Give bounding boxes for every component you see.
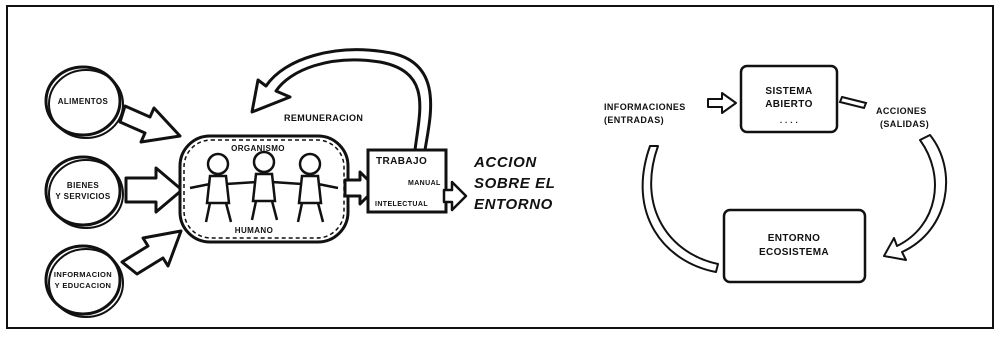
environment-to-inputs-arrow — [641, 145, 719, 273]
inputs-arrow — [707, 92, 737, 114]
outputs-line-1: ACCIONES — [876, 106, 927, 116]
input-arrow-3 — [120, 229, 183, 276]
remuneracion-label: REMUNERACION — [284, 113, 363, 123]
work-to-action-arrow — [442, 180, 468, 212]
trabajo-box: TRABAJO MANUAL INTELECTUAL — [366, 148, 448, 214]
outputs-to-environment-arrow — [883, 134, 948, 261]
organism-bottom-label: HUMANO — [235, 226, 273, 235]
input-bubble-alimentos: ALIMENTOS — [44, 65, 124, 139]
input-label-3b: Y EDUCACION — [55, 281, 112, 290]
input-label-2a: BIENES — [67, 181, 99, 190]
input-arrow-2 — [124, 166, 184, 214]
system-line-2: ABIERTO — [765, 99, 813, 110]
action-line-1: ACCION — [473, 154, 537, 171]
inputs-line-1: INFORMACIONES — [604, 102, 686, 112]
entorno-ecosistema-box: ENTORNO ECOSISTEMA — [722, 208, 867, 284]
outer-border — [6, 5, 994, 329]
organism-top-label: ORGANISMO — [231, 144, 285, 153]
input-arrow-1 — [118, 104, 182, 144]
outputs-line-2: (SALIDAS) — [880, 119, 929, 129]
system-line-1: SISTEMA — [765, 86, 812, 97]
input-bubble-informacion: INFORMACION Y EDUCACION — [44, 244, 124, 318]
input-bubble-bienes: BIENES Y SERVICIOS — [44, 155, 124, 229]
remuneracion-feedback-arrow — [250, 48, 433, 152]
system-dots: . . . . — [780, 116, 798, 125]
outputs-arrow — [838, 95, 868, 110]
inputs-line-2: (ENTRADAS) — [604, 115, 664, 125]
work-manual: MANUAL — [408, 180, 441, 187]
environment-line-1: ENTORNO — [768, 233, 821, 244]
input-label-2b: Y SERVICIOS — [55, 192, 110, 201]
work-intellectual: INTELECTUAL — [375, 201, 428, 208]
environment-line-2: ECOSISTEMA — [759, 247, 829, 258]
sistema-abierto-box: SISTEMA ABIERTO . . . . — [739, 64, 839, 134]
input-label-1: ALIMENTOS — [58, 97, 109, 106]
organismo-humano-box: ORGANISMO HUMANO — [178, 134, 350, 244]
accion-label: ACCION SOBRE EL ENTORNO — [473, 154, 555, 213]
action-line-2: SOBRE EL — [474, 175, 555, 192]
input-label-3a: INFORMACION — [54, 270, 112, 279]
human-figures — [189, 150, 339, 223]
work-title: TRABAJO — [376, 156, 427, 167]
action-line-3: ENTORNO — [474, 196, 553, 213]
